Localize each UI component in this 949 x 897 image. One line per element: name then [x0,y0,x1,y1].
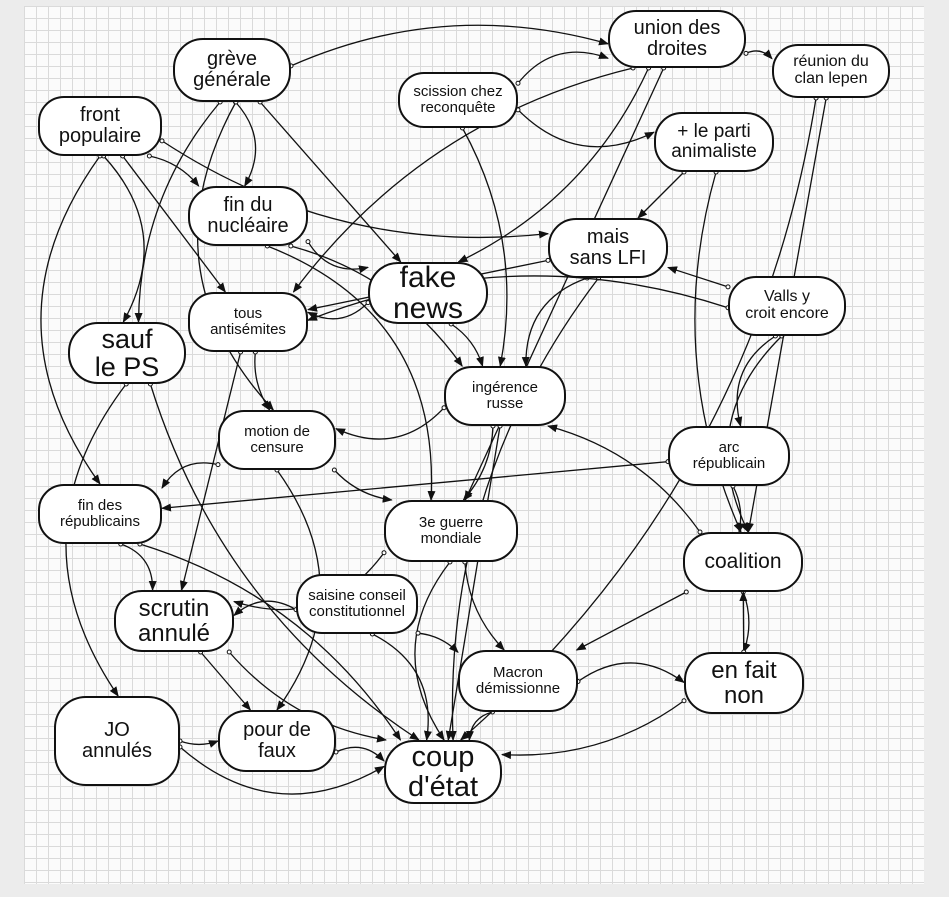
edge-finrep-to-scrutin [120,543,157,591]
edge-start-dot [743,50,749,56]
edge-valls-to-antisemites [307,275,729,321]
edge-lfi-to-ingerence [521,277,588,367]
edge-saisine-to-macron [417,632,459,654]
node-ingerence[interactable]: ingérence russe [444,366,566,426]
edge-greve-to-nucleaire [235,101,257,187]
edge-start-dot [683,589,689,595]
edge-fake-to-ingerence [450,323,484,367]
node-scission[interactable]: scission chez reconquête [398,72,518,128]
edge-jo-to-faux [179,740,219,748]
edge-start-dot [288,243,294,249]
edge-scission-to-union [517,51,609,84]
edge-ingerence-to-coup [445,425,501,741]
edge-start-dot [159,138,165,144]
edge-start-dot [305,239,311,245]
node-faux[interactable]: pour de faux [218,710,336,772]
edge-start-dot [381,550,387,556]
edge-arc-to-coalition [732,485,745,533]
edge-start-dot [146,153,152,159]
node-motion[interactable]: motion de censure [218,410,336,470]
edge-ingerence-to-guerre [462,425,494,501]
edge-front-to-lfi [161,140,549,239]
node-parti[interactable]: + le parti animaliste [654,112,774,172]
node-reunion[interactable]: réunion du clan lepen [772,44,890,98]
node-enfait[interactable]: en fait non [684,652,804,714]
edge-parti-to-lfi [637,171,685,219]
edge-valls-to-arc [734,335,776,427]
edge-scrutin-to-faux [200,651,252,711]
edge-union-to-fake [457,67,650,263]
edge-enfait-to-coup [501,700,685,760]
edge-faux-to-coup [335,746,385,762]
node-fake[interactable]: fake news [368,261,488,324]
edge-start-dot [215,462,221,468]
node-antisemites[interactable]: tous antisémites [188,292,308,352]
edge-scission-to-ingerence [461,127,508,367]
edge-nucleaire-to-fake [307,241,369,274]
edge-start-dot [515,80,521,86]
node-coalition[interactable]: coalition [683,532,803,592]
node-union[interactable]: union des droites [608,10,746,68]
edge-union-to-reunion [745,49,773,60]
edge-start-dot [226,649,232,655]
node-saisine[interactable]: saisine conseil constitutionnel [296,574,418,634]
edge-motion-to-guerre [333,469,393,503]
edge-antisemites-to-scrutin [179,351,242,591]
edge-front-to-antisemites [122,155,226,293]
edge-start-dot [415,630,421,636]
edge-front-to-ps [103,155,145,323]
edge-guerre-to-macron [464,561,505,651]
edge-greve-to-motion [196,101,275,411]
node-arc[interactable]: arc républicain [668,426,790,486]
edge-greve-to-fake [259,101,402,263]
edge-finrep-to-coup [139,543,402,741]
edge-guerre-to-coup [414,561,451,741]
edge-coalition-to-ingerence [547,424,701,533]
edge-ingerence-to-motion [335,407,445,440]
node-valls[interactable]: Valls y croit encore [728,276,846,336]
edge-lfi-to-coup [448,277,600,741]
edge-jo-to-coup [179,746,385,795]
edge-macron-to-enfait [577,662,685,684]
edge-ps-to-coup [149,383,420,741]
node-finrep[interactable]: fin des républicains [38,484,162,544]
node-macron[interactable]: Macron démissionne [458,650,578,712]
edge-coalition-to-macron [575,591,687,651]
node-nucleaire[interactable]: fin du nucléaire [188,186,308,246]
edge-union-to-antisemites [292,67,634,293]
edge-saisine-to-coup [372,633,432,741]
edge-motion-to-finrep [161,462,219,489]
node-scrutin[interactable]: scrutin annulé [114,590,234,652]
edge-greve-to-ps [134,101,221,323]
edge-macron-to-coup [465,711,493,741]
node-front[interactable]: front populaire [38,96,162,156]
edge-valls-to-lfi [667,266,729,288]
edge-start-dot [725,284,731,290]
node-coup[interactable]: coup d'état [384,740,502,804]
node-lfi[interactable]: mais sans LFI [548,218,668,278]
edge-greve-to-union [290,24,609,67]
edge-antisemites-to-motion [254,351,271,411]
node-jo[interactable]: JO annulés [54,696,180,786]
node-guerre[interactable]: 3e guerre mondiale [384,500,518,562]
edge-start-dot [331,467,337,473]
edge-start-dot [681,698,687,704]
edge-union-to-guerre [464,67,665,501]
edge-scission-to-parti [517,109,655,148]
edge-arc-to-finrep [161,460,669,512]
edge-front-to-finrep [40,155,101,485]
edge-nucleaire-to-guerre [267,245,436,501]
node-ps[interactable]: sauf le PS [68,322,186,384]
node-greve[interactable]: grève générale [173,38,291,102]
